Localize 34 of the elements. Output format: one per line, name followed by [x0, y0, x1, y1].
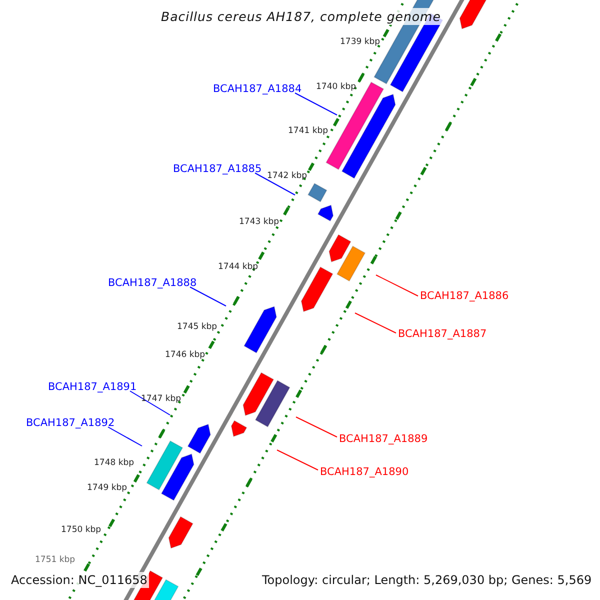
gene-label: BCAH187_A1892 — [26, 417, 115, 429]
gene-label: BCAH187_A1889 — [339, 433, 428, 445]
scale-label: 1739 kbp — [340, 37, 380, 47]
scale-label: 1750 kbp — [61, 525, 102, 535]
leader-line — [254, 172, 296, 196]
scale-label: 1745 kbp — [177, 322, 218, 332]
gene-label: BCAH187_A1886 — [420, 290, 509, 302]
gene-label: BCAH187_A1891 — [48, 381, 137, 393]
gene-label: BCAH187_A1885 — [173, 163, 262, 175]
scale-label: 1748 kbp — [94, 458, 134, 468]
gene-label: BCAH187_A1888 — [108, 277, 197, 289]
scale-label: 1741 kbp — [288, 126, 328, 136]
leader-line — [354, 312, 396, 334]
scale-label: 1751 kbp — [35, 555, 76, 565]
title: Bacillus cereus AH187, complete genome — [158, 8, 444, 25]
scale-label: 1746 kbp — [165, 350, 206, 360]
scale-label: 1742 kbp — [267, 171, 308, 181]
leader-line — [276, 450, 318, 470]
scale-label: 1749 kbp — [87, 483, 128, 493]
scale-label: 1744 kbp — [218, 262, 258, 272]
accession-text: Accession: NC_011658 — [9, 572, 150, 588]
leader-line — [296, 416, 338, 438]
leader-line — [294, 92, 338, 116]
topology-text: Topology: circular; Length: 5,269,030 bp; Genes: 5,569 — [260, 572, 594, 588]
leader-line — [130, 390, 170, 416]
gene-label: BCAH187_A1884 — [213, 83, 302, 95]
leader-line — [190, 286, 226, 306]
gene-label: BCAH187_A1890 — [320, 466, 409, 478]
leader-line — [108, 426, 142, 446]
scale-label: 1743 kbp — [239, 217, 280, 227]
scale-label: 1740 kbp — [316, 82, 356, 92]
gene-label: BCAH187_A1887 — [398, 328, 487, 340]
leader-line — [376, 274, 418, 296]
scale-label: 1747 kbp — [141, 394, 182, 404]
